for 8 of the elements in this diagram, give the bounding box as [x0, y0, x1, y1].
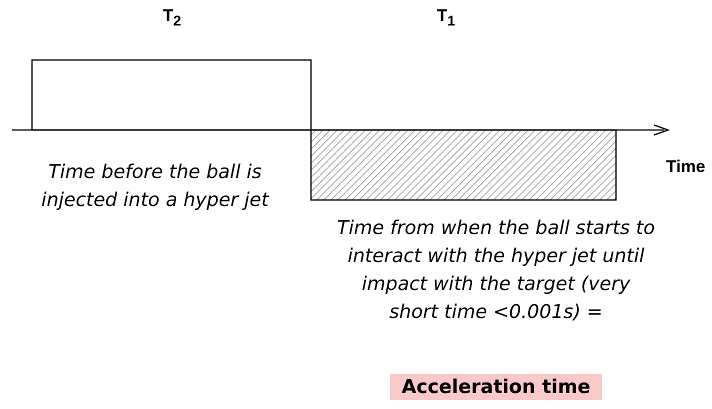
period-label: T$_{1}$: [436, 6, 456, 30]
highlighted-term: Acceleration time: [390, 374, 602, 400]
period-label: T$_{2}$: [162, 6, 182, 30]
pulse-bar: [31, 59, 312, 131]
hatched-pulse-bar: [310, 129, 617, 201]
description-text: Time before the ball is injected into a hyper jet: [40, 160, 270, 213]
description-text: Time from when the ball starts to interact with the hyper jet until impact with the target (very short time <0.001s) =: [336, 216, 656, 325]
axis-label: Time: [666, 157, 706, 177]
